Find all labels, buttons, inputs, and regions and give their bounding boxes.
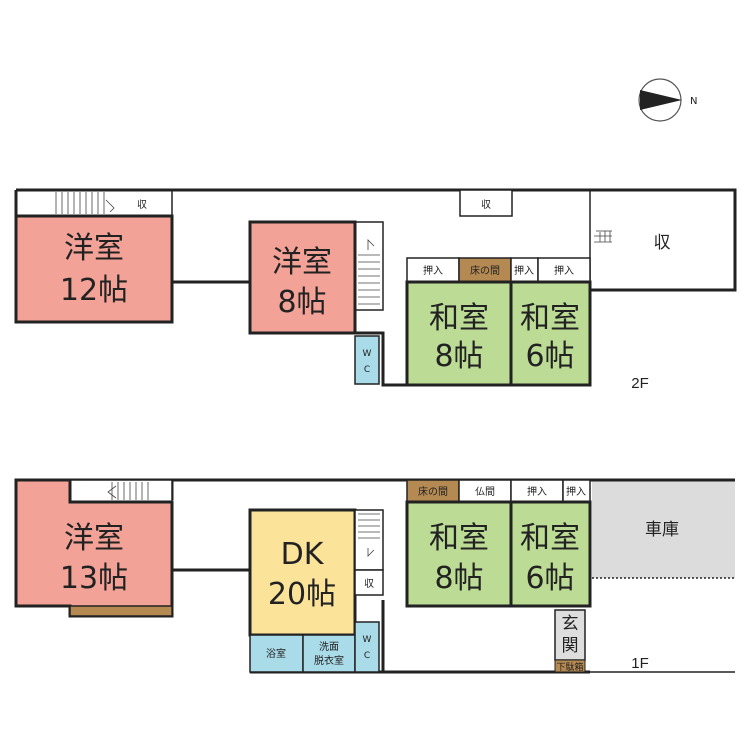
floor1-stairs-middle <box>354 509 384 571</box>
floor1-label: 1F <box>631 655 649 672</box>
floor2-alcove <box>458 257 512 283</box>
floor1-washroom-line2: 脱衣室 <box>314 654 344 667</box>
floor1-japanese-room-8 <box>405 500 513 608</box>
floor1-wc <box>354 621 380 673</box>
floor2-western-room-8 <box>248 220 357 335</box>
floor2-western-room-12 <box>14 214 174 324</box>
floor2-western-8-line2: 8帖 <box>277 285 326 320</box>
floor2-closet-3 <box>537 257 591 283</box>
compass-north-label: N <box>690 96 697 107</box>
compass-arrow-icon <box>640 90 682 110</box>
floor1-japanese-8-line2: 8帖 <box>434 561 483 596</box>
floor2-wc-label-w: W <box>363 349 372 359</box>
floor1-japanese-room-6 <box>509 500 592 608</box>
floor1-western-13-line2: 13帖 <box>60 561 128 596</box>
floor1-alcove-label: 床の間 <box>418 485 448 498</box>
floor1-altar-label: 仏間 <box>475 486 495 498</box>
floor1-japanese-6-line1: 和室 <box>520 521 580 556</box>
floor1-storage-label: 収 <box>364 578 374 590</box>
floor2-western-12-line2: 12帖 <box>60 273 128 308</box>
floor2-japanese-8-line2: 8帖 <box>434 339 483 374</box>
floor2-storage-right-label: 収 <box>654 233 671 253</box>
floor1-japanese-8-line1: 和室 <box>429 521 489 556</box>
floor2-stairs-right <box>594 230 612 243</box>
floor2-western-12-line1: 洋室 <box>64 231 124 266</box>
floor2-storage-top-mid <box>459 189 513 217</box>
floor2-japanese-6-line2: 6帖 <box>525 339 574 374</box>
floor1-closet-1-label: 押入 <box>527 485 547 498</box>
floor1-dining-kitchen <box>248 508 357 637</box>
floor1-shoe-box-label: 下駄箱 <box>556 661 583 673</box>
floor1-western-13-alcove <box>69 605 173 617</box>
floor2-storage-top-left-label: 収 <box>137 199 147 211</box>
floor2-closet-1-label: 押入 <box>423 264 443 277</box>
floor1-bath <box>249 634 304 673</box>
compass: N <box>638 78 697 122</box>
floor1-washroom-line1: 洗面 <box>319 641 339 653</box>
floor1-closet-2-label: 押入 <box>566 485 586 498</box>
floor2-wc-label-c: C <box>364 365 370 375</box>
floor1-dk-line1: DK <box>281 537 325 572</box>
floor1-garage <box>592 480 735 578</box>
floor2-stairs-middle <box>354 221 384 311</box>
floor1-bath-label: 浴室 <box>266 647 286 660</box>
floor2-closet-2-label: 押入 <box>514 264 534 277</box>
floor2-wc <box>354 335 380 385</box>
floor2-label: 2F <box>631 375 649 392</box>
floor1-storage <box>354 569 384 596</box>
floor-2f: 収 収 収 <box>14 188 737 392</box>
floor-1f: 洋室 13帖 DK 20帖 収 浴室 洗面 脱衣室 W C 床の間 <box>14 478 735 674</box>
floor2-storage-top-mid-label: 収 <box>481 199 491 211</box>
floor1-western-13-line1: 洋室 <box>64 521 124 556</box>
floor1-wc-label-w: W <box>363 635 372 645</box>
floor2-stairs-top-left <box>55 192 115 214</box>
floor1-wc-label-c: C <box>364 651 370 661</box>
floor1-shoe-box <box>554 659 586 673</box>
floor2-japanese-6-line1: 和室 <box>520 301 580 336</box>
floor2-western-8-line1: 洋室 <box>272 245 332 280</box>
floor1-garage-label: 車庫 <box>645 520 679 540</box>
floor1-washroom <box>302 634 356 673</box>
floor1-entrance-line1: 玄 <box>562 614 579 634</box>
floor2-japanese-8-line1: 和室 <box>429 301 489 336</box>
floor2-closet-3-label: 押入 <box>554 264 574 277</box>
floor1-stairs-top-left <box>69 479 173 503</box>
floor1-dk-line2: 20帖 <box>268 577 336 612</box>
floor2-alcove-label: 床の間 <box>470 264 500 277</box>
floor1-entrance-line2: 関 <box>562 636 579 656</box>
floor2-japanese-room-6 <box>509 280 592 387</box>
floor1-japanese-6-line2: 6帖 <box>525 561 574 596</box>
floor2-closet-2 <box>510 257 539 283</box>
